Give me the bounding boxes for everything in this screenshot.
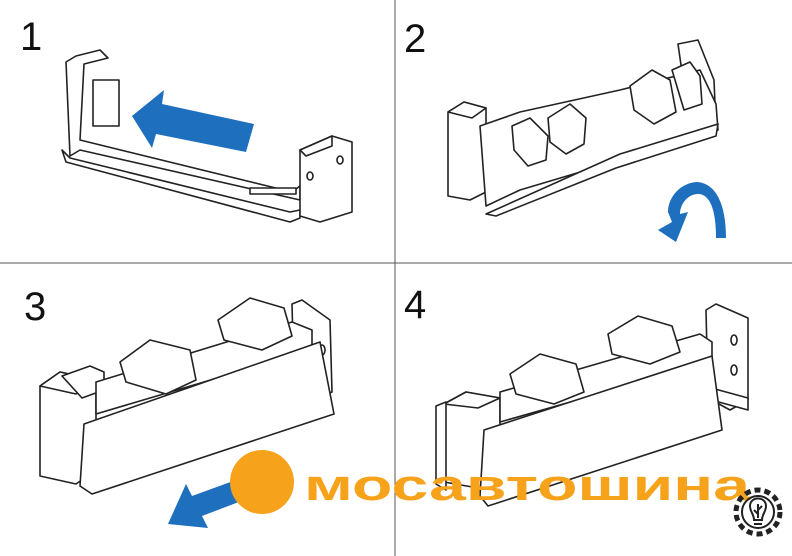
panel-1-bracket [61, 49, 353, 223]
step-number-1: 1 [20, 15, 42, 59]
step-number-4: 4 [404, 283, 426, 327]
step-number-2: 2 [404, 17, 426, 61]
step-number-3: 3 [24, 285, 46, 329]
brand-logo-circle [230, 450, 294, 514]
panel-2-tray [447, 39, 719, 217]
panel-3-holder [39, 297, 335, 495]
panel-2-rotate-arrow-icon [658, 182, 726, 242]
lightbulb-gear-icon [733, 487, 783, 537]
panel-3-arrow-icon [168, 480, 244, 528]
panel-1-arrow-icon [132, 90, 254, 152]
panel-4-holder [435, 303, 749, 507]
brand-name: мосавтошина [304, 461, 751, 510]
